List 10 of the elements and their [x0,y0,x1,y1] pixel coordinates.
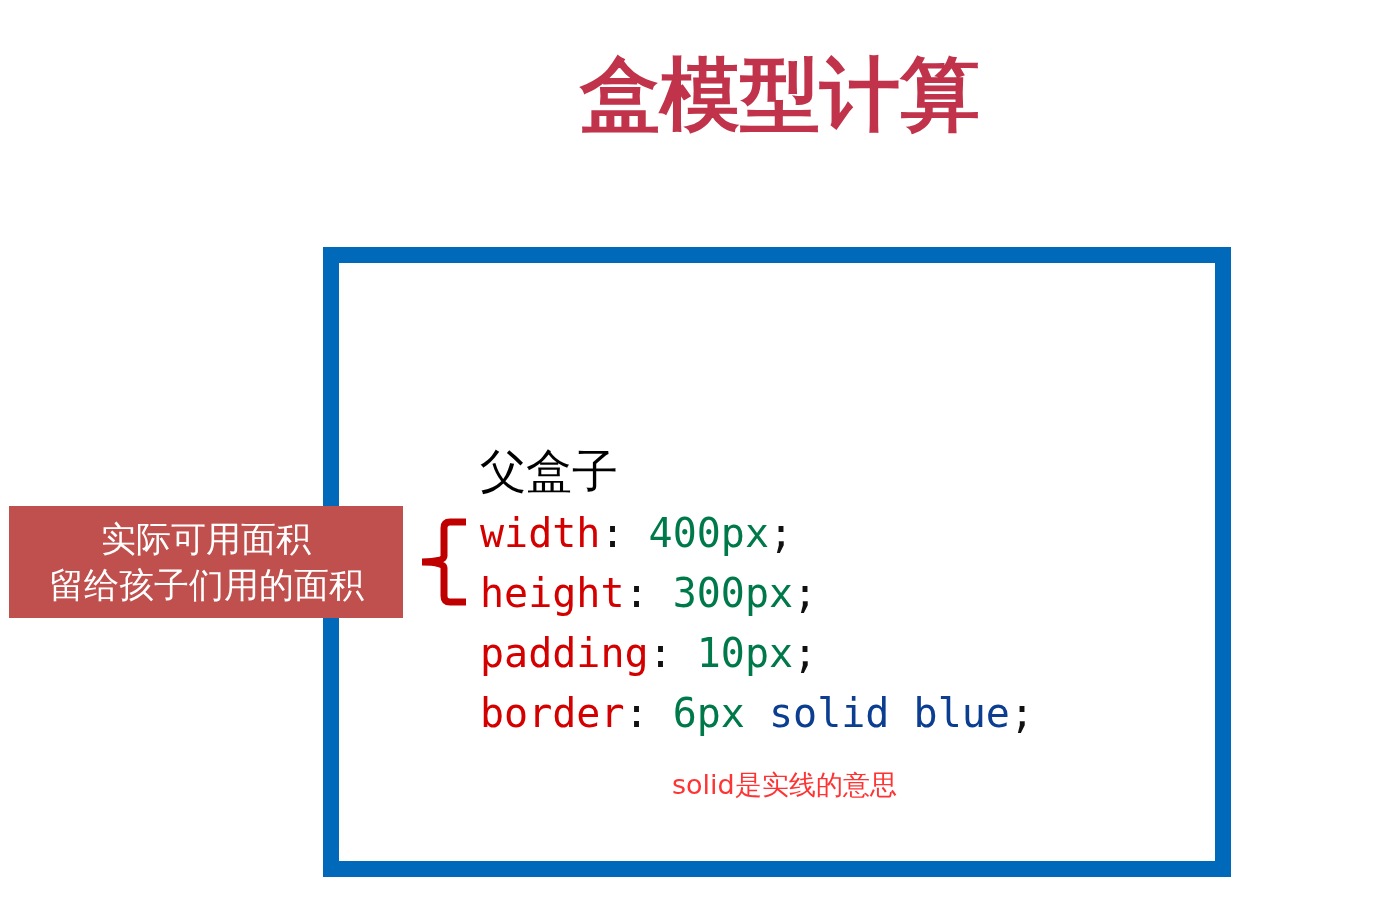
callout-text: 实际可用面积 [101,518,311,561]
callout-box [9,506,403,618]
box-heading: 父盒子 [480,443,618,499]
css-code-line: border: 6px solid blue; [480,689,1034,738]
note: solid是实线的意思 [672,768,897,802]
css-code-line: height: 300px; [480,569,818,618]
title: 盒模型计算 [578,47,981,143]
css-code-line: padding: 10px; [480,629,818,678]
callout-text: 留给孩子们用的面积 [48,564,364,607]
css-code-line: width: 400px; [480,509,794,558]
